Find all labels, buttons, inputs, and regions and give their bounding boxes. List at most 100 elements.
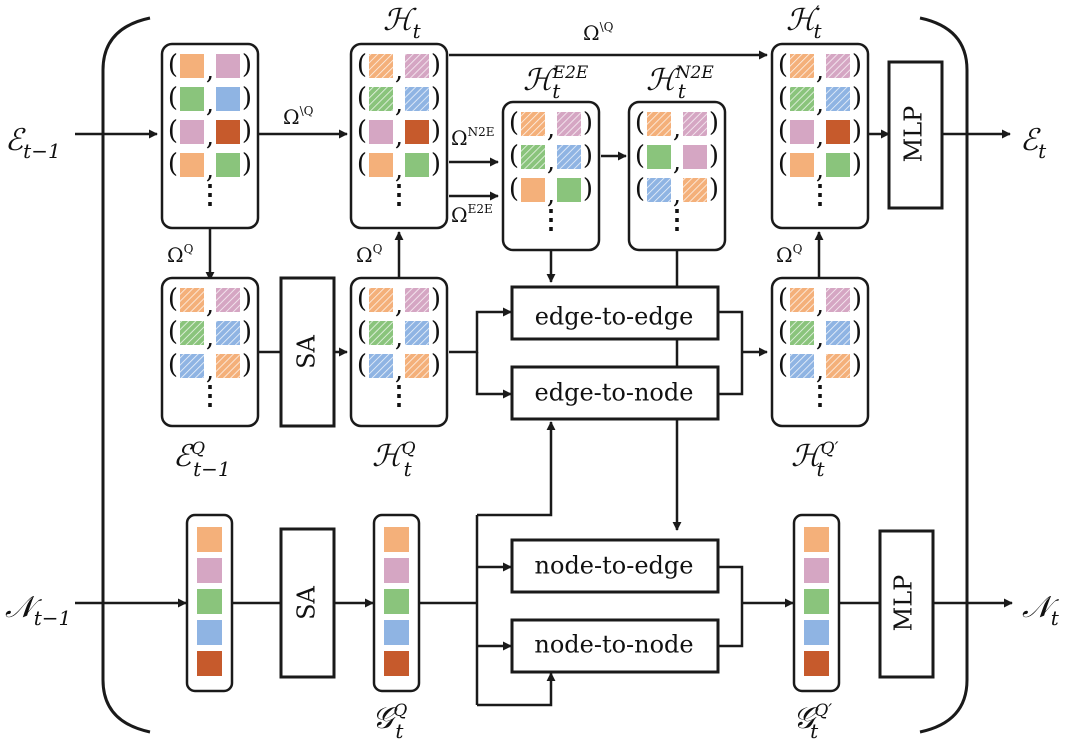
close-paren: ) xyxy=(242,83,252,113)
comma: , xyxy=(206,56,214,86)
mlp-node-label: MLP xyxy=(890,575,918,632)
mlp-node-box xyxy=(878,529,935,679)
node-square-orange xyxy=(804,527,829,552)
open-paren: ( xyxy=(168,50,178,80)
close-paren: ) xyxy=(852,149,862,179)
hatch-overlay xyxy=(826,54,850,78)
node-square-green xyxy=(197,589,222,614)
hatch-overlay xyxy=(521,145,545,169)
edge-to-node-box xyxy=(510,365,720,421)
comma: , xyxy=(547,180,555,210)
close-paren: ) xyxy=(431,350,441,380)
stack-H_E2E: (,)(,)(,)⋮ xyxy=(501,100,601,252)
hatch-overlay xyxy=(180,354,204,378)
symbol-N-prev: 𝒩t−1 xyxy=(5,590,71,630)
hatch-overlay xyxy=(405,87,429,111)
hatch-overlay xyxy=(647,112,671,136)
node-to-edge-box xyxy=(510,538,720,594)
hatch-overlay xyxy=(647,178,671,202)
node-to-edge-label: node-to-edge xyxy=(535,552,694,580)
omega-labels: Ω\Q Ω\Q ΩN2E ΩE2E ΩQ ΩQ ΩQ xyxy=(167,20,803,267)
hatch-overlay xyxy=(790,87,814,111)
node-column-G_Qprime xyxy=(792,513,841,693)
comma: , xyxy=(206,89,214,119)
edge-to-edge-label: edge-to-edge xyxy=(535,303,694,331)
boxes xyxy=(279,60,944,679)
close-paren: ) xyxy=(431,83,441,113)
edge-square-pink xyxy=(180,120,204,144)
stack-H_Q: (,)(,)(,)⋮ xyxy=(349,276,449,428)
open-paren: ( xyxy=(168,116,178,146)
open-paren: ( xyxy=(357,149,367,179)
open-paren: ( xyxy=(778,317,788,347)
comma: , xyxy=(816,56,824,86)
omega-q-label-1: ΩQ xyxy=(167,242,194,267)
hatch-overlay xyxy=(180,288,204,312)
hatch-overlay xyxy=(405,288,429,312)
hatch-overlay xyxy=(216,354,240,378)
open-paren: ( xyxy=(509,141,519,171)
edge-to-edge-box xyxy=(510,285,720,341)
edge-square-blue xyxy=(216,87,240,111)
open-paren: ( xyxy=(778,149,788,179)
omega-e2e-label: ΩE2E xyxy=(451,202,493,227)
close-paren: ) xyxy=(709,174,719,204)
node-square-rust xyxy=(197,651,222,676)
edge-square-rust xyxy=(216,120,240,144)
stack-frame xyxy=(770,276,870,428)
connector-n-split-bottom xyxy=(477,672,556,707)
hatch-overlay xyxy=(683,112,707,136)
close-paren: ) xyxy=(583,108,593,138)
node-square-pink xyxy=(197,558,222,583)
close-paren: ) xyxy=(852,317,862,347)
open-paren: ( xyxy=(357,317,367,347)
hatch-overlay xyxy=(180,321,204,345)
hatch-overlay xyxy=(557,112,581,136)
operation-labels: SA SA MLP MLP edge-to-edge edge-to-node … xyxy=(293,106,928,659)
hatch-overlay xyxy=(405,354,429,378)
symbol-H: ℋt xyxy=(383,3,422,43)
edge-square-orange xyxy=(180,54,204,78)
stack-frame xyxy=(160,276,260,428)
ellipsis: ⋮ xyxy=(538,205,564,235)
sa-edge-label: SA xyxy=(293,334,321,368)
hatch-overlay xyxy=(790,354,814,378)
edge-square-orange xyxy=(369,153,393,177)
stack-E_Q: (,)(,)(,)⋮ xyxy=(160,276,260,428)
node-to-node-label: node-to-node xyxy=(534,631,693,659)
node-square-pink xyxy=(804,558,829,583)
connector-e-ops-merge xyxy=(717,310,744,396)
node-square-green xyxy=(804,589,829,614)
close-paren: ) xyxy=(431,149,441,179)
close-paren: ) xyxy=(431,284,441,314)
omega-not-q-label-2: Ω\Q xyxy=(583,20,614,45)
hatch-overlay xyxy=(790,54,814,78)
open-paren: ( xyxy=(357,284,367,314)
open-paren: ( xyxy=(509,108,519,138)
ellipsis: ⋮ xyxy=(197,381,223,411)
edge-square-green xyxy=(180,87,204,111)
comma: , xyxy=(395,89,403,119)
comma: , xyxy=(206,323,214,353)
node-square-rust xyxy=(384,651,409,676)
comma: , xyxy=(395,122,403,152)
omega-not-q-label-1: Ω\Q xyxy=(283,104,314,129)
hatch-overlay xyxy=(826,321,850,345)
comma: , xyxy=(206,290,214,320)
open-paren: ( xyxy=(168,317,178,347)
symbol-E-prev: ℰt−1 xyxy=(5,123,61,163)
edge-square-pink xyxy=(683,145,707,169)
edge-square-green xyxy=(216,153,240,177)
close-paren: ) xyxy=(852,284,862,314)
hatch-overlay xyxy=(405,54,429,78)
close-paren: ) xyxy=(583,141,593,171)
comma: , xyxy=(816,122,824,152)
close-paren: ) xyxy=(709,108,719,138)
connector-hq-split xyxy=(449,307,512,354)
symbol-N-next: 𝒩t xyxy=(1022,590,1060,630)
ellipsis: ⋮ xyxy=(386,180,412,210)
open-paren: ( xyxy=(168,350,178,380)
outer-bracket xyxy=(101,16,969,734)
connector-hq-split-lower xyxy=(475,352,512,399)
